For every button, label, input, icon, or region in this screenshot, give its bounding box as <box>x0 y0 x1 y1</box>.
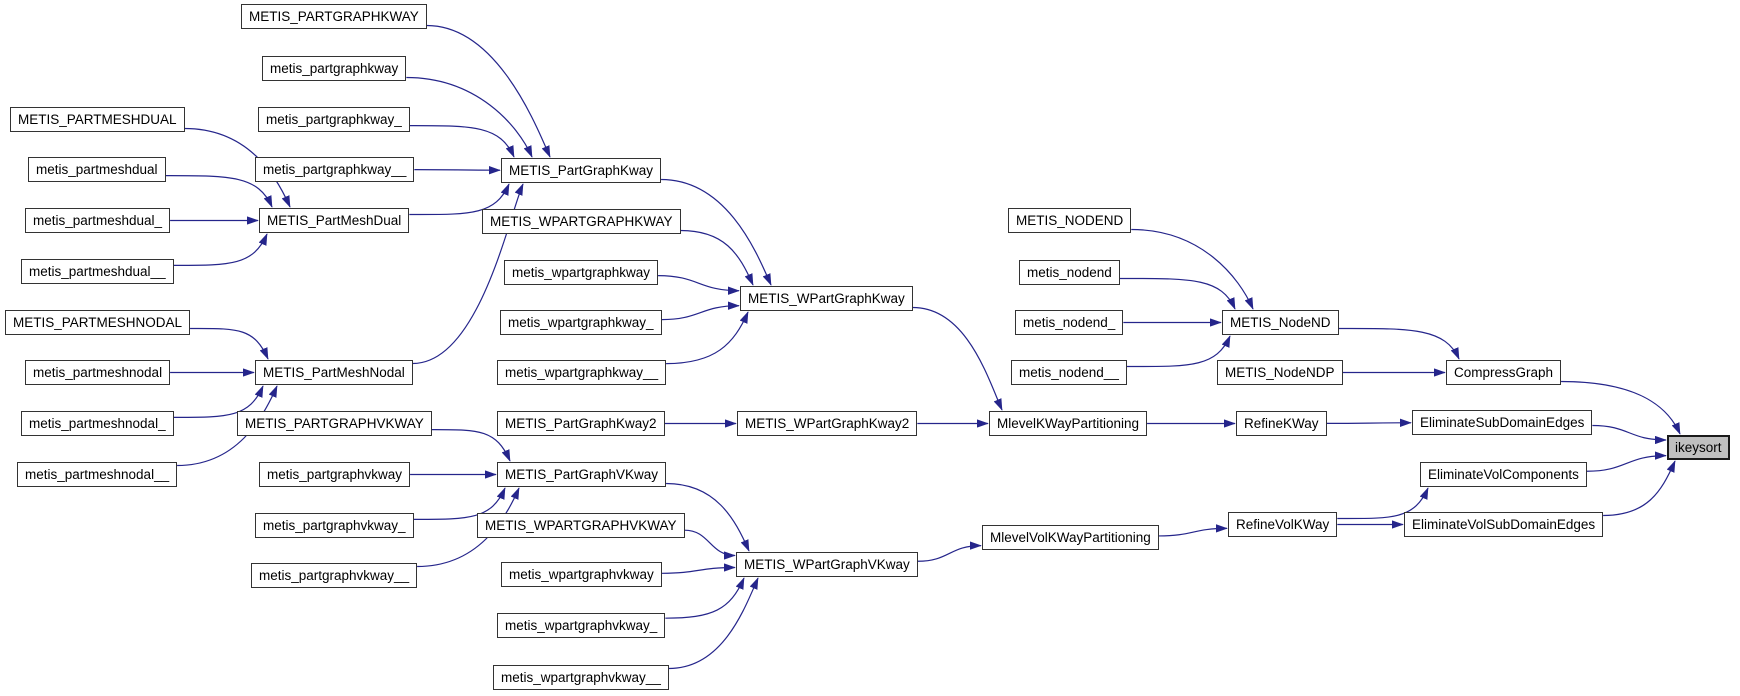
call-edge <box>1119 277 1236 310</box>
call-edge <box>173 233 268 266</box>
call-edge <box>406 76 533 158</box>
call-edge <box>1338 327 1460 360</box>
call-edge <box>665 577 745 619</box>
graph-node[interactable]: metis_nodend_ <box>1015 310 1124 335</box>
call-edge <box>680 229 754 286</box>
graph-node[interactable]: metis_partgraphvkway <box>259 462 411 487</box>
call-edge <box>409 125 515 158</box>
graph-node[interactable]: METIS_PartMeshDual <box>259 208 410 233</box>
graph-node[interactable]: metis_wpartgraphkway_ <box>500 310 662 335</box>
call-edge <box>666 311 749 365</box>
graph-node[interactable]: metis_wpartgraphvkway <box>501 562 662 587</box>
graph-node[interactable]: metis_partmeshnodal <box>25 360 171 385</box>
graph-node[interactable]: RefineKWay <box>1236 411 1327 436</box>
graph-node[interactable]: metis_partgraphvkway_ <box>255 513 414 538</box>
graph-node-target: ikeysort <box>1667 435 1730 460</box>
graph-node[interactable]: metis_wpartgraphkway__ <box>497 360 667 385</box>
graph-node[interactable]: METIS_PARTGRAPHKWAY <box>241 4 427 29</box>
graph-node[interactable]: METIS_PARTMESHNODAL <box>5 310 191 335</box>
graph-node[interactable]: metis_partgraphvkway__ <box>251 563 418 588</box>
call-edge <box>1586 451 1667 472</box>
call-edge <box>912 306 1003 411</box>
graph-node[interactable]: metis_partgraphkway__ <box>255 157 415 182</box>
call-edge <box>190 327 269 360</box>
graph-node[interactable]: metis_partgraphkway <box>262 56 407 81</box>
graph-node[interactable]: metis_partmeshnodal_ <box>21 411 174 436</box>
graph-node[interactable]: metis_partmeshdual__ <box>21 259 174 284</box>
graph-node[interactable]: METIS_WPARTGRAPHVKWAY <box>477 513 685 538</box>
call-edge <box>661 301 740 321</box>
graph-node[interactable]: METIS_NodeNDP <box>1217 360 1343 385</box>
call-edge <box>414 165 501 175</box>
graph-node[interactable]: metis_partmeshdual_ <box>25 208 171 233</box>
call-edge <box>1131 228 1254 310</box>
graph-node[interactable]: METIS_PartGraphKway <box>501 158 662 183</box>
graph-node[interactable]: EliminateSubDomainEdges <box>1412 410 1593 435</box>
graph-node[interactable]: EliminateVolComponents <box>1420 462 1587 487</box>
graph-node[interactable]: metis_nodend__ <box>1011 360 1127 385</box>
graph-node[interactable]: METIS_PartGraphVKway <box>497 462 667 487</box>
call-edge <box>658 275 740 295</box>
call-edge <box>684 529 736 560</box>
call-edge <box>1158 524 1228 537</box>
graph-node[interactable]: METIS_PARTGRAPHVKWAY <box>237 411 432 436</box>
graph-node[interactable]: CompressGraph <box>1446 360 1562 385</box>
graph-node[interactable]: MlevelVolKWayPartitioning <box>982 525 1159 550</box>
call-edge <box>1592 424 1667 445</box>
graph-node[interactable]: METIS_PartMeshNodal <box>255 360 413 385</box>
graph-node[interactable]: METIS_WPartGraphKway2 <box>737 411 918 436</box>
graph-node[interactable]: METIS_WPartGraphVKway <box>736 552 918 577</box>
graph-node[interactable]: metis_wpartgraphkway <box>504 260 659 285</box>
call-edge <box>426 24 551 158</box>
call-edge <box>1603 460 1676 517</box>
graph-node[interactable]: METIS_WPartGraphKway <box>740 286 913 311</box>
call-edge <box>1126 335 1231 368</box>
graph-node[interactable]: metis_partmeshnodal__ <box>17 462 178 487</box>
graph-node[interactable]: metis_partmeshdual <box>28 157 166 182</box>
graph-node[interactable]: metis_wpartgraphvkway_ <box>497 613 666 638</box>
graph-node[interactable]: metis_nodend <box>1019 260 1120 285</box>
call-edge <box>917 541 982 562</box>
call-edge <box>1326 418 1412 428</box>
graph-node[interactable]: METIS_NODEND <box>1008 208 1132 233</box>
graph-node[interactable]: METIS_WPARTGRAPHKWAY <box>482 209 681 234</box>
call-edge <box>668 577 759 670</box>
graph-node[interactable]: RefineVolKWay <box>1228 512 1338 537</box>
graph-node[interactable]: metis_wpartgraphvkway__ <box>493 665 669 690</box>
graph-node[interactable]: METIS_NodeND <box>1222 310 1339 335</box>
graph-node[interactable]: metis_partgraphkway_ <box>258 107 410 132</box>
call-edge <box>661 563 736 574</box>
graph-node[interactable]: EliminateVolSubDomainEdges <box>1404 512 1604 537</box>
graph-node[interactable]: METIS_PARTMESHDUAL <box>10 107 185 132</box>
graph-node[interactable]: MlevelKWayPartitioning <box>989 411 1148 436</box>
graph-node[interactable]: METIS_PartGraphKway2 <box>497 411 665 436</box>
